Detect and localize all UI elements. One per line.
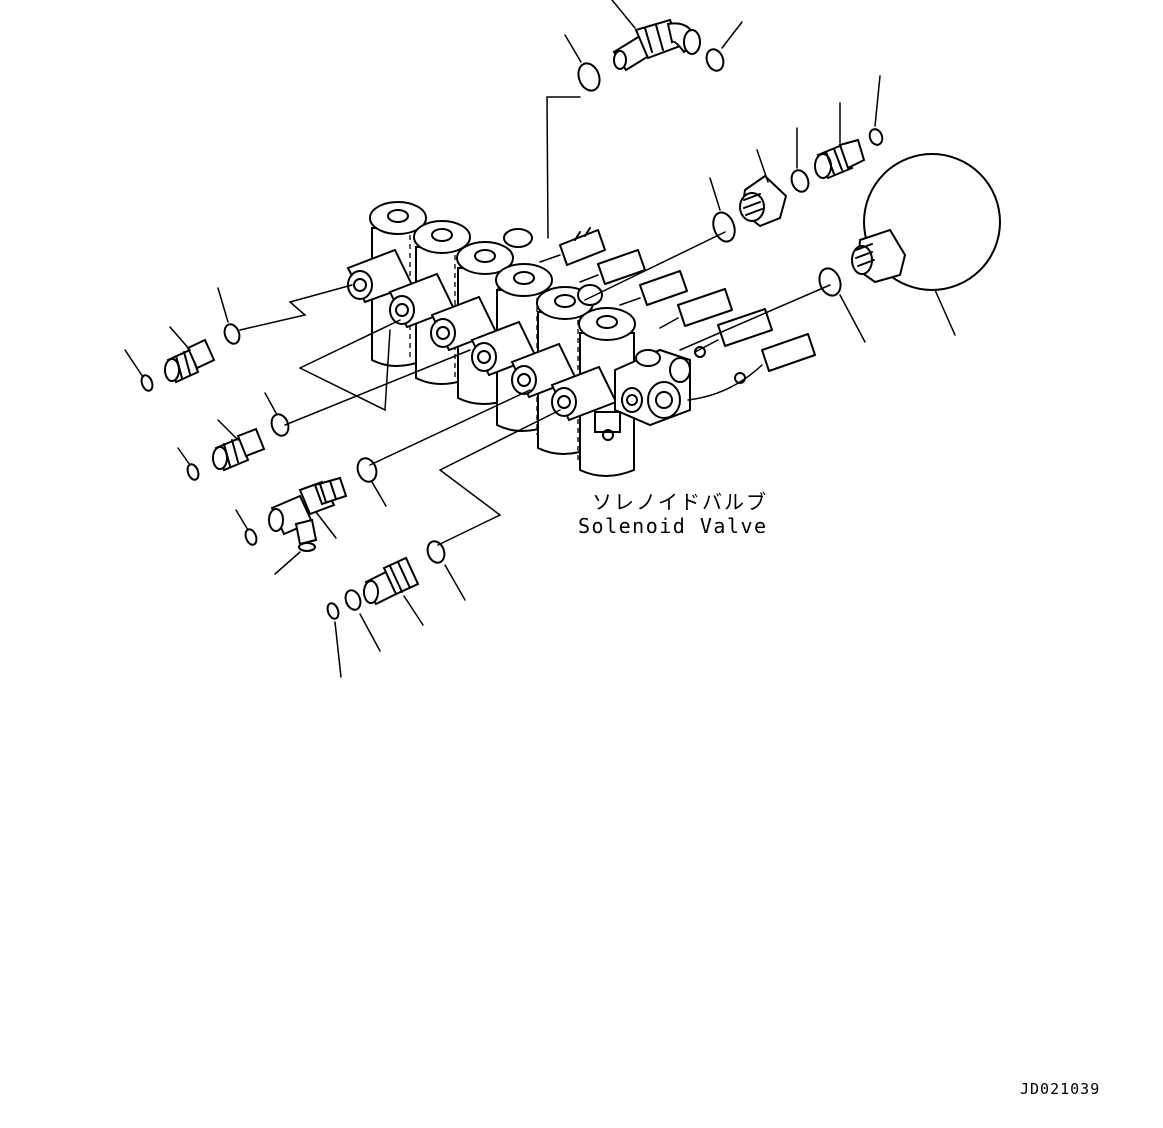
o-ring <box>264 392 290 437</box>
document-id: JD021039 <box>1020 1080 1101 1098</box>
o-ring <box>274 542 316 575</box>
o-ring <box>356 457 387 507</box>
o-ring <box>344 589 381 652</box>
straight-fitting <box>814 102 866 180</box>
detail-circle <box>851 153 1001 336</box>
solenoid-valve-block <box>346 201 691 477</box>
o-ring <box>709 177 736 243</box>
straight-fitting <box>212 419 266 472</box>
solenoid-valve-label-japanese: ソレノイドバルブ <box>592 490 768 514</box>
o-ring <box>705 21 743 72</box>
o-ring <box>217 287 241 345</box>
o-ring <box>868 75 884 146</box>
wire-connectors <box>539 227 816 401</box>
valve-end-cap <box>594 348 691 441</box>
tee-fitting <box>268 476 348 546</box>
valve-ports <box>346 248 618 422</box>
solenoid-valve-label-english: Solenoid Valve <box>578 514 768 538</box>
straight-fitting <box>363 556 424 626</box>
o-ring <box>326 602 342 678</box>
o-ring <box>177 447 200 481</box>
o-ring <box>426 540 466 601</box>
elbow-fitting <box>611 0 701 72</box>
leader-lines <box>239 96 831 546</box>
straight-fitting <box>164 326 216 384</box>
o-ring <box>818 267 866 343</box>
o-ring <box>790 127 810 193</box>
o-ring <box>235 509 258 546</box>
hex-plug <box>739 149 788 228</box>
o-ring <box>124 349 154 392</box>
o-ring <box>564 34 601 92</box>
